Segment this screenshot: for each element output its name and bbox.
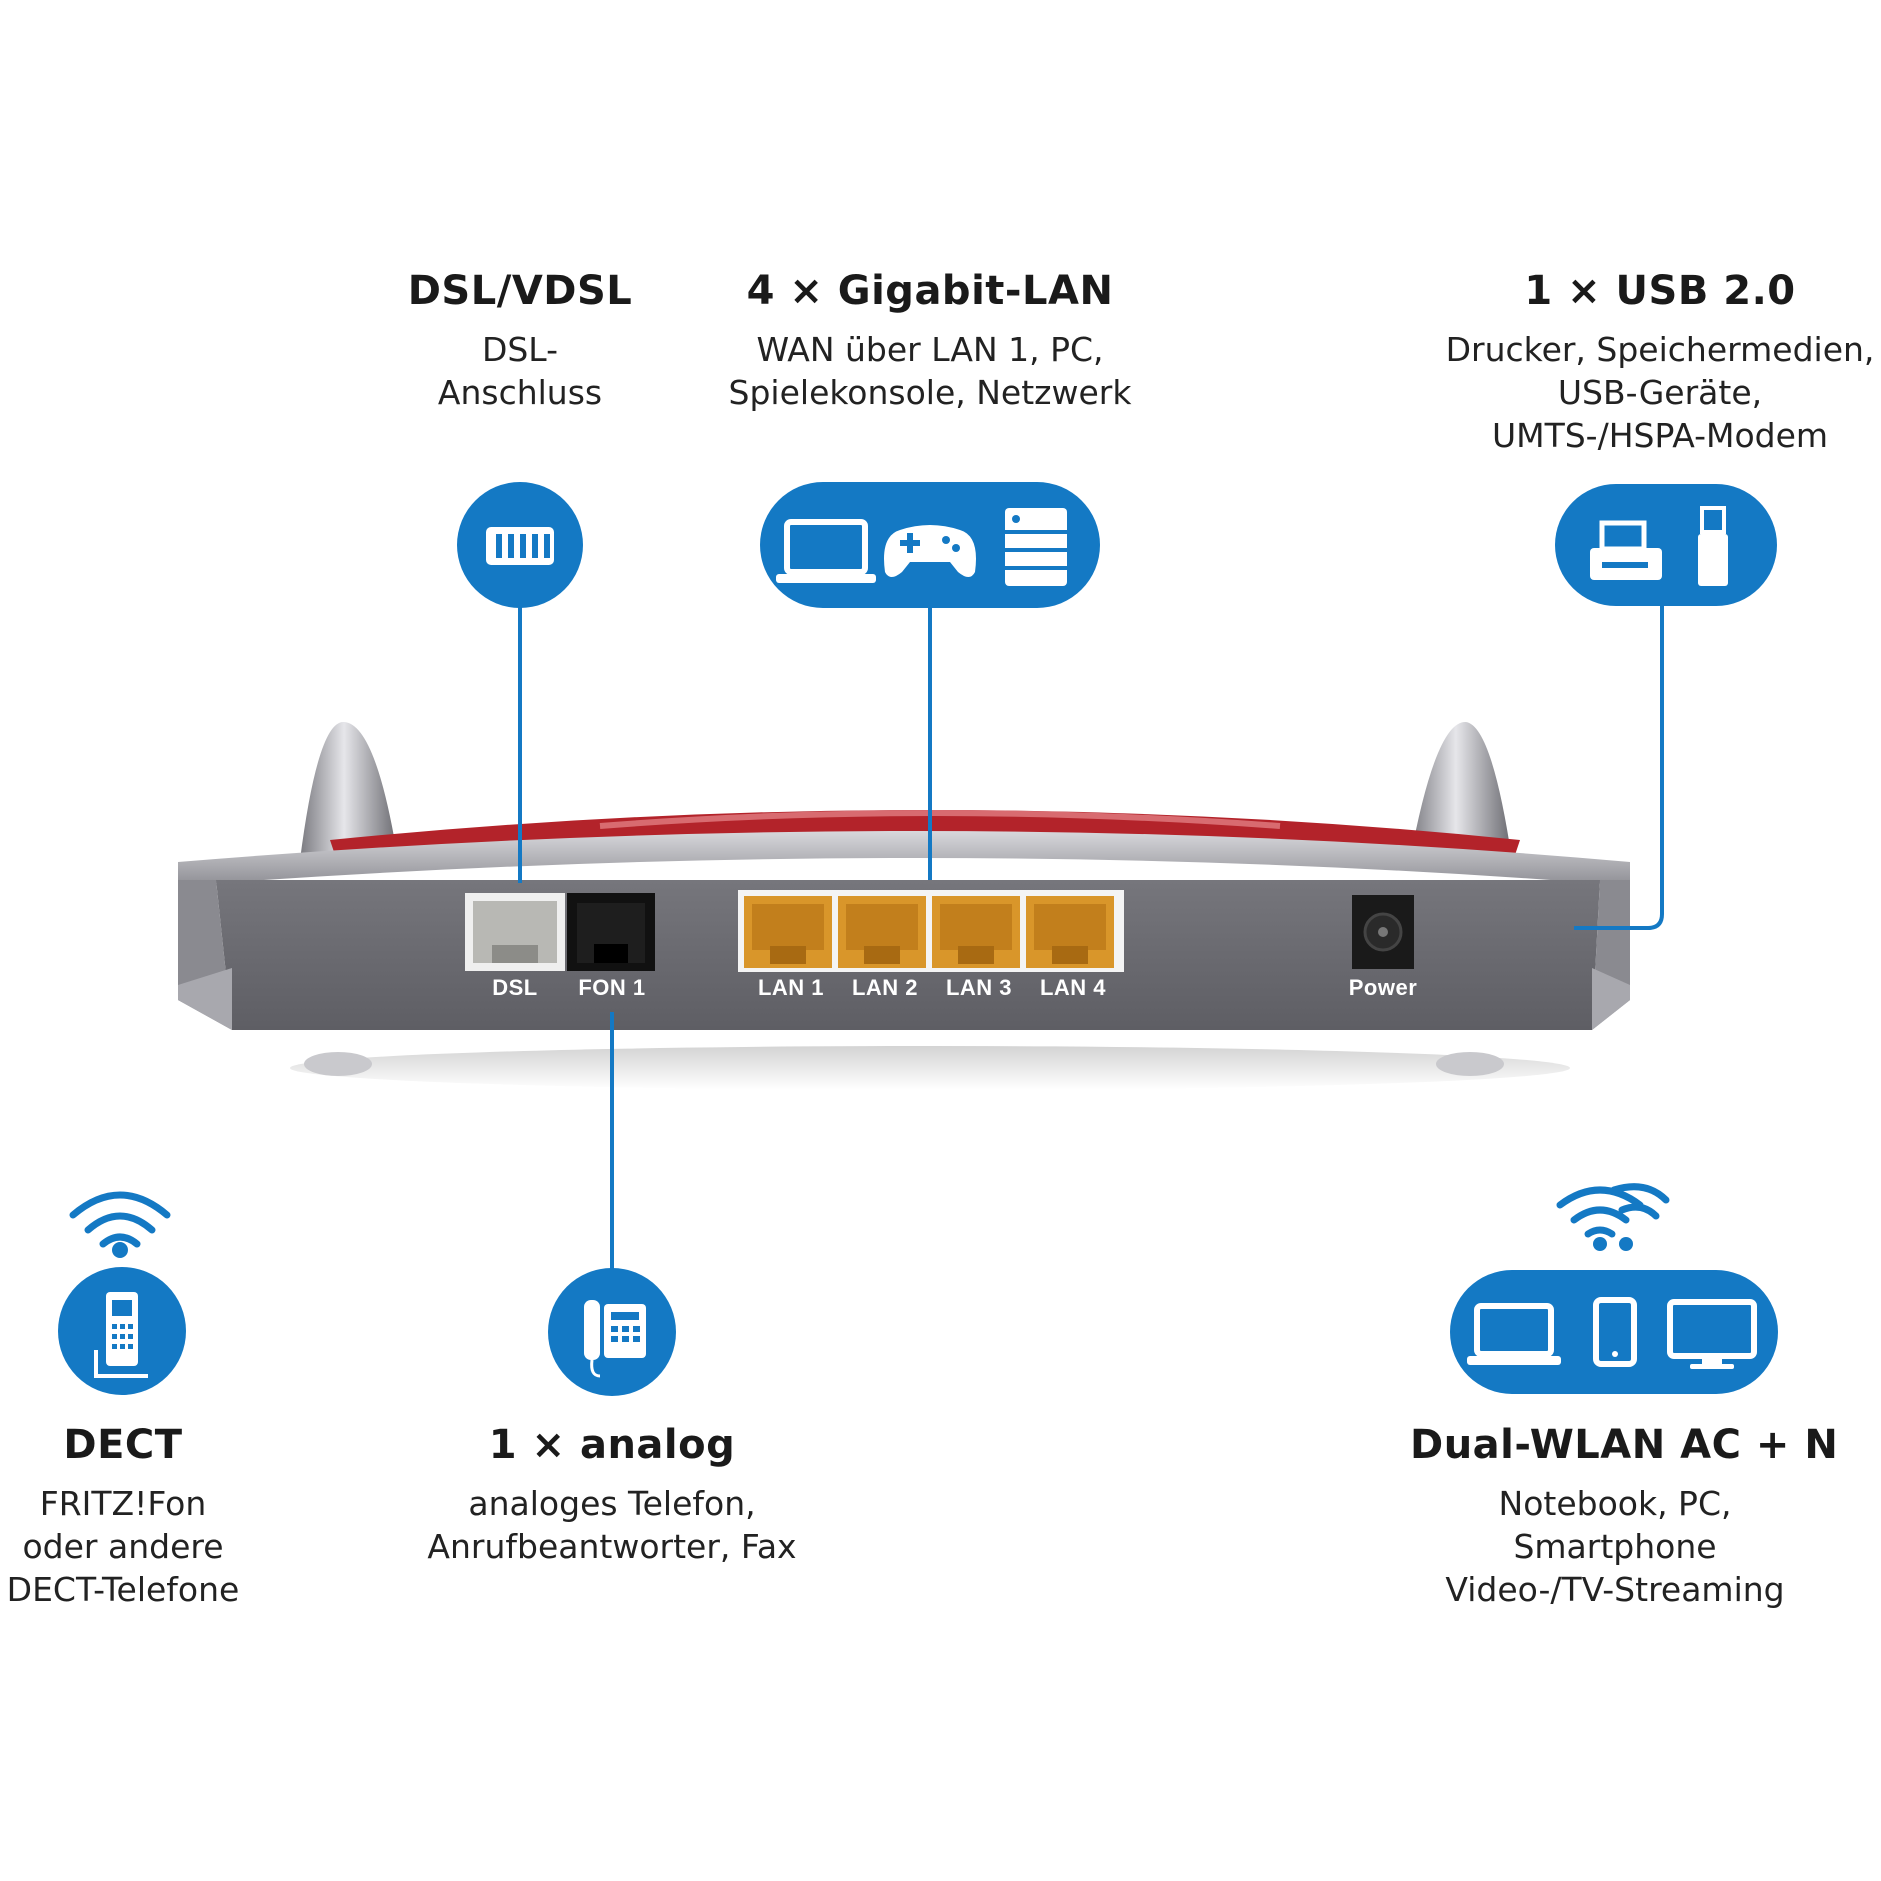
- monitor-icon: [1667, 1299, 1757, 1369]
- port-label-fon1: FON 1: [578, 975, 646, 1000]
- connector-lines: [518, 600, 1664, 1278]
- gamepad-icon: [884, 525, 976, 577]
- feature-analog-desc-line: Anrufbeantworter, Fax: [427, 1527, 797, 1566]
- feature-dect-title: DECT: [63, 1422, 183, 1468]
- lan-ports: [744, 896, 1114, 968]
- router-shadow: [290, 1046, 1570, 1090]
- feature-wlan-desc-line: Smartphone: [1513, 1527, 1717, 1566]
- lan-port: [932, 896, 1020, 968]
- feature-wlan: Dual-WLAN AC + N Notebook, PC, Smartphon…: [1410, 1422, 1839, 1611]
- feature-lan-desc-line: Spielekonsole, Netzwerk: [728, 373, 1132, 412]
- feature-analog-title: 1 × analog: [488, 1422, 736, 1468]
- feature-usb-desc-line: USB-Geräte,: [1557, 373, 1763, 412]
- feature-analog: 1 × analog analoges Telefon, Anrufbeantw…: [412, 1422, 812, 1568]
- feature-analog-desc-line: analoges Telefon,: [468, 1484, 756, 1523]
- wlan-bubble: [1450, 1270, 1778, 1394]
- dsl-bubble: [457, 482, 583, 608]
- feature-usb-desc-line: UMTS-/HSPA-Modem: [1491, 416, 1829, 455]
- feature-dect-desc-line: DECT-Telefone: [6, 1570, 240, 1609]
- feature-wlan-title: Dual-WLAN AC + N: [1410, 1422, 1839, 1468]
- lan-port: [1026, 896, 1114, 968]
- feature-wlan-desc-line: Video-/TV-Streaming: [1445, 1570, 1785, 1609]
- right-antenna: [1410, 721, 1512, 860]
- usb-connector-line: [1574, 600, 1664, 930]
- feature-lan-title: 4 × Gigabit-LAN: [746, 268, 1114, 314]
- port-label-lan4: LAN 4: [1039, 975, 1107, 1000]
- server-icon: [1005, 508, 1067, 586]
- laptop-icon: [776, 519, 876, 583]
- port-label-lan1: LAN 1: [757, 975, 825, 1000]
- lan-bubble: [760, 482, 1100, 608]
- feature-dsl: DSL/VDSL DSL- Anschluss: [370, 268, 670, 414]
- router-foot-right: [1436, 1052, 1504, 1076]
- dsl-port-icon: [486, 527, 554, 565]
- feature-usb: 1 × USB 2.0 Drucker, Speichermedien, USB…: [1440, 268, 1880, 457]
- port-label-dsl: DSL: [492, 975, 538, 1000]
- feature-lan: 4 × Gigabit-LAN WAN über LAN 1, PC, Spie…: [700, 268, 1160, 414]
- feature-dsl-title: DSL/VDSL: [407, 268, 633, 314]
- dect-wifi-icon: [69, 1191, 171, 1248]
- dect-bubble: [58, 1267, 186, 1395]
- port-label-lan3: LAN 3: [945, 975, 1013, 1000]
- smartphone-icon: [1593, 1297, 1637, 1367]
- feature-dect-desc-line: oder andere: [22, 1527, 224, 1566]
- port-label-power: Power: [1348, 975, 1418, 1000]
- lan-port: [838, 896, 926, 968]
- usb-stick-icon: [1698, 506, 1728, 586]
- laptop-icon: [1467, 1303, 1561, 1365]
- left-antenna: [300, 721, 398, 860]
- feature-wlan-desc-line: Notebook, PC,: [1498, 1484, 1732, 1523]
- desk-phone-icon: [584, 1300, 646, 1378]
- printer-icon: [1590, 520, 1662, 580]
- lan-port: [744, 896, 832, 968]
- power-port: [1352, 895, 1414, 969]
- feature-dect-desc-line: FRITZ!Fon: [39, 1484, 207, 1523]
- dsl-port: [465, 893, 565, 971]
- fon1-port: [567, 893, 655, 971]
- router-foot-left: [304, 1052, 372, 1076]
- usb-bubble: [1555, 484, 1777, 606]
- port-label-lan2: LAN 2: [851, 975, 919, 1000]
- router-top-rim: [178, 831, 1630, 886]
- feature-usb-title: 1 × USB 2.0: [1524, 268, 1796, 314]
- feature-dect: DECT FRITZ!Fon oder andere DECT-Telefone: [0, 1422, 246, 1611]
- feature-dsl-desc-line: Anschluss: [437, 373, 603, 412]
- feature-usb-desc-line: Drucker, Speichermedien,: [1445, 330, 1875, 369]
- analog-bubble: [548, 1268, 676, 1396]
- feature-dsl-desc-line: DSL-: [481, 330, 559, 369]
- dual-wifi-icon: [1556, 1183, 1670, 1238]
- cordless-phone-icon: [94, 1292, 148, 1378]
- feature-lan-desc-line: WAN über LAN 1, PC,: [756, 330, 1104, 369]
